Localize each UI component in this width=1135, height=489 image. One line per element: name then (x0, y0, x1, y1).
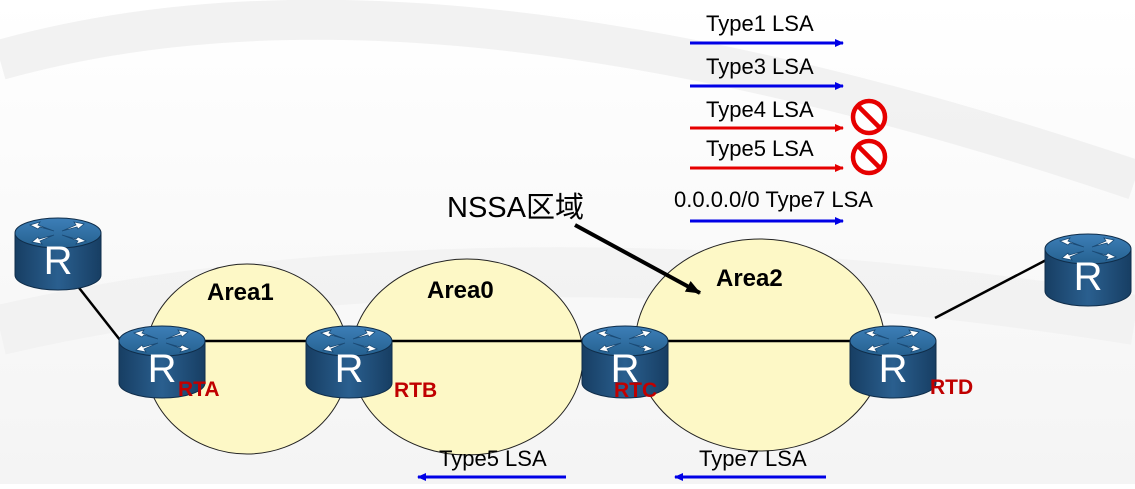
legend-label: Type3 LSA (706, 54, 814, 79)
router-label-rta: RTA (178, 378, 220, 401)
area-label-area0: Area0 (427, 277, 494, 304)
router-arrow (165, 329, 189, 340)
router-arrow (352, 342, 379, 353)
router-body (305, 340, 393, 399)
router-body (581, 340, 669, 399)
legend-row-type4: Type4 LSA (690, 97, 888, 136)
nssa-pointer-arrow (574, 223, 701, 295)
router-arrow (628, 329, 652, 340)
legend-row-type3: Type3 LSA (690, 54, 844, 90)
legend-label: Type5 LSA (706, 136, 814, 161)
router-letter: R (148, 347, 177, 391)
router-arrow (896, 329, 920, 340)
router-icon: R (118, 325, 206, 399)
legend-row-type5: Type5 LSA (690, 136, 888, 176)
router-arrow (319, 329, 346, 340)
router-arrow (61, 221, 85, 232)
router-icon: R (849, 325, 937, 399)
router-arrow (863, 329, 890, 340)
router-icon: R (14, 217, 102, 291)
link-rtd-ext-right (934, 256, 1051, 320)
router-arrow (352, 329, 376, 340)
router-arrow (132, 329, 159, 340)
area-label-area1: Area1 (207, 279, 274, 306)
router-arrow (31, 234, 55, 245)
router-body (118, 340, 206, 399)
router-arrow (1091, 250, 1118, 261)
router-arrow (135, 342, 159, 353)
legend-label: 0.0.0.0/0 Type7 LSA (674, 187, 873, 212)
legend-row-type7-default: 0.0.0.0/0 Type7 LSA (674, 187, 873, 225)
router-label-rtb: RTB (394, 379, 437, 402)
router-arrow (28, 221, 55, 232)
background-swoosh (0, 0, 1135, 199)
legend-label: Type1 LSA (706, 11, 814, 36)
router-arrow (595, 329, 622, 340)
flow-label: Type7 LSA (699, 446, 807, 471)
router-arrow (598, 342, 622, 353)
router-letter: R (335, 347, 364, 391)
flow-type5: Type5 LSA (417, 446, 566, 481)
router-label-rtc: RTC (614, 379, 657, 402)
router-arrow (165, 342, 192, 353)
router-arrow (866, 342, 890, 353)
router-arrow (628, 342, 655, 353)
flow-type7: Type7 LSA (674, 446, 826, 481)
router-arrow (1061, 250, 1085, 261)
router-arrow (322, 342, 346, 353)
router-label-rtd: RTD (930, 376, 973, 399)
router-letter: R (44, 239, 73, 283)
blocked-icon (850, 138, 888, 176)
router-letter: R (611, 347, 640, 391)
lsa-legend: Type1 LSA Type3 LSA Type4 LSA Type5 LSA … (674, 11, 888, 225)
router-body (1044, 248, 1132, 307)
blocked-icon (850, 98, 888, 136)
router-body (849, 340, 937, 399)
router-icon: R (305, 325, 393, 399)
legend-row-type1: Type1 LSA (690, 11, 844, 47)
router-arrow (896, 342, 923, 353)
router-letter: R (879, 347, 908, 391)
router-letter: R (1074, 255, 1103, 299)
router-icon: R (1044, 233, 1132, 307)
router-arrow (1058, 237, 1085, 248)
area-label-area2: Area2 (716, 265, 783, 292)
legend-label: Type4 LSA (706, 97, 814, 122)
router-arrow (61, 234, 88, 245)
flow-label: Type5 LSA (439, 446, 547, 471)
router-body (14, 232, 102, 291)
router-arrow (1091, 237, 1115, 248)
router-icon: R (581, 325, 669, 399)
nssa-area-label: NSSA区域 (447, 191, 584, 224)
